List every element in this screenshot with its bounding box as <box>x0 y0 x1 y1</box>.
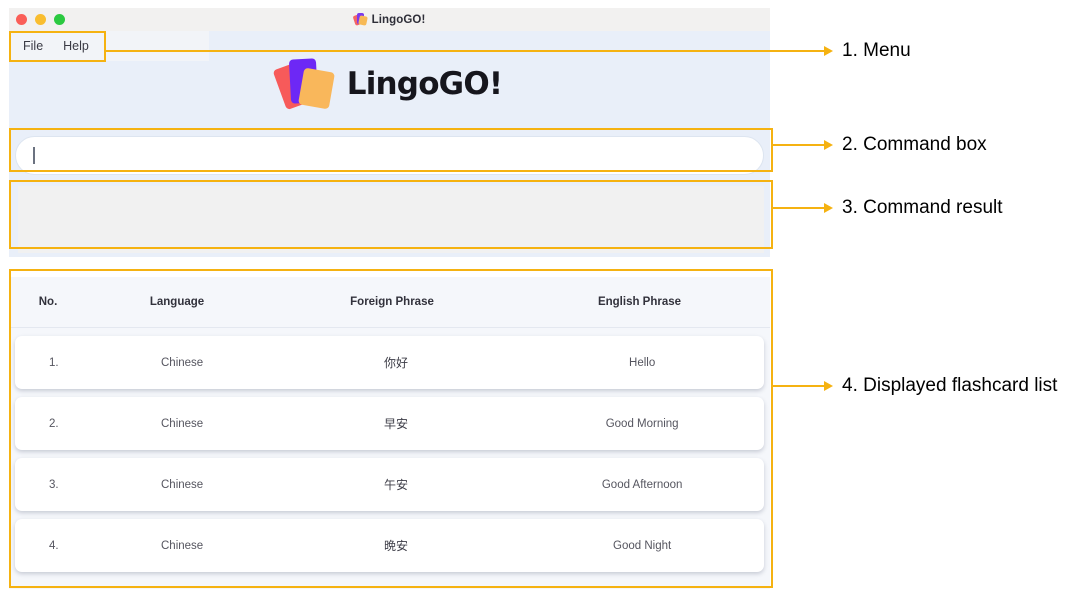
brand-lockup: LingoGO! <box>272 57 503 113</box>
window-title: LingoGO! <box>371 13 426 26</box>
flashcard-language: Chinese <box>161 478 204 491</box>
column-header-foreign-phrase: Foreign Phrase <box>350 296 434 308</box>
annotation-label-command-box: 2. Command box <box>842 134 987 155</box>
annotation-arrow-command-box <box>824 140 833 150</box>
annotation-arrow-menu <box>824 46 833 56</box>
annotation-line-flashcard-list <box>773 385 825 387</box>
flashcard-foreign-phrase: 晩安 <box>383 539 408 553</box>
flashcard-language: Chinese <box>161 539 204 552</box>
flashcard-number: 3. <box>48 478 59 491</box>
menu-item-help[interactable]: Help <box>63 39 89 53</box>
annotation-label-command-result: 3. Command result <box>842 197 1003 218</box>
window-title-bar: LingoGO! <box>9 8 770 31</box>
flashcard-row[interactable]: 1. Chinese 你好 Hello <box>15 336 764 389</box>
column-header-no: No. <box>38 296 58 308</box>
flashcard-row[interactable]: 4. Chinese 晩安 Good Night <box>15 519 764 572</box>
flashcard-stack-icon <box>272 57 341 113</box>
annotation-arrow-flashcard-list <box>824 381 833 391</box>
annotation-line-menu <box>106 50 825 52</box>
brand-wordmark: LingoGO! <box>346 66 503 102</box>
menu-item-file[interactable]: File <box>23 39 44 53</box>
flashcard-foreign-phrase: 午安 <box>383 478 408 492</box>
command-box-region <box>9 130 770 181</box>
window-controls <box>16 8 65 31</box>
menu-bar: File Help <box>9 31 209 61</box>
flashcard-english-phrase: Good Afternoon <box>601 478 683 491</box>
flashcard-foreign-phrase: 早安 <box>383 417 408 431</box>
application-window: LingoGO! LingoGO! File Help <box>9 8 770 589</box>
column-header-english-phrase: English Phrase <box>597 296 682 308</box>
flashcard-language: Chinese <box>161 356 204 369</box>
window-title-group: LingoGO! <box>9 8 770 31</box>
command-result-text <box>15 186 764 253</box>
flashcard-row[interactable]: 3. Chinese 午安 Good Afternoon <box>15 458 764 511</box>
spacer-band <box>9 257 770 277</box>
flashcard-english-phrase: Good Morning <box>605 417 679 430</box>
close-button[interactable] <box>16 14 27 25</box>
maximize-button[interactable] <box>54 14 65 25</box>
annotation-label-flashcard-list: 4. Displayed flashcard list <box>842 375 1058 396</box>
column-header-language: Language <box>149 296 205 308</box>
text-caret <box>33 147 35 164</box>
flashcard-language: Chinese <box>161 417 204 430</box>
flashcard-english-phrase: Hello <box>629 356 656 369</box>
flashcard-number: 2. <box>48 417 59 430</box>
annotation-line-command-box <box>773 144 825 146</box>
flashcard-english-phrase: Good Night <box>613 539 672 552</box>
flashcard-row[interactable]: 2. Chinese 早安 Good Morning <box>15 397 764 450</box>
flashcard-foreign-phrase: 你好 <box>383 356 408 370</box>
flashcard-list[interactable]: No. Language Foreign Phrase English Phra… <box>9 277 770 589</box>
annotation-label-menu: 1. Menu <box>842 40 911 61</box>
flashcard-list-header: No. Language Foreign Phrase English Phra… <box>9 277 770 328</box>
annotation-arrow-command-result <box>824 203 833 213</box>
flashcard-number: 4. <box>48 539 59 552</box>
annotation-line-command-result <box>773 207 825 209</box>
command-input[interactable] <box>15 136 764 175</box>
lingogo-cards-icon <box>352 13 368 26</box>
command-result-region <box>9 181 770 257</box>
minimize-button[interactable] <box>35 14 46 25</box>
flashcard-number: 1. <box>48 356 59 369</box>
